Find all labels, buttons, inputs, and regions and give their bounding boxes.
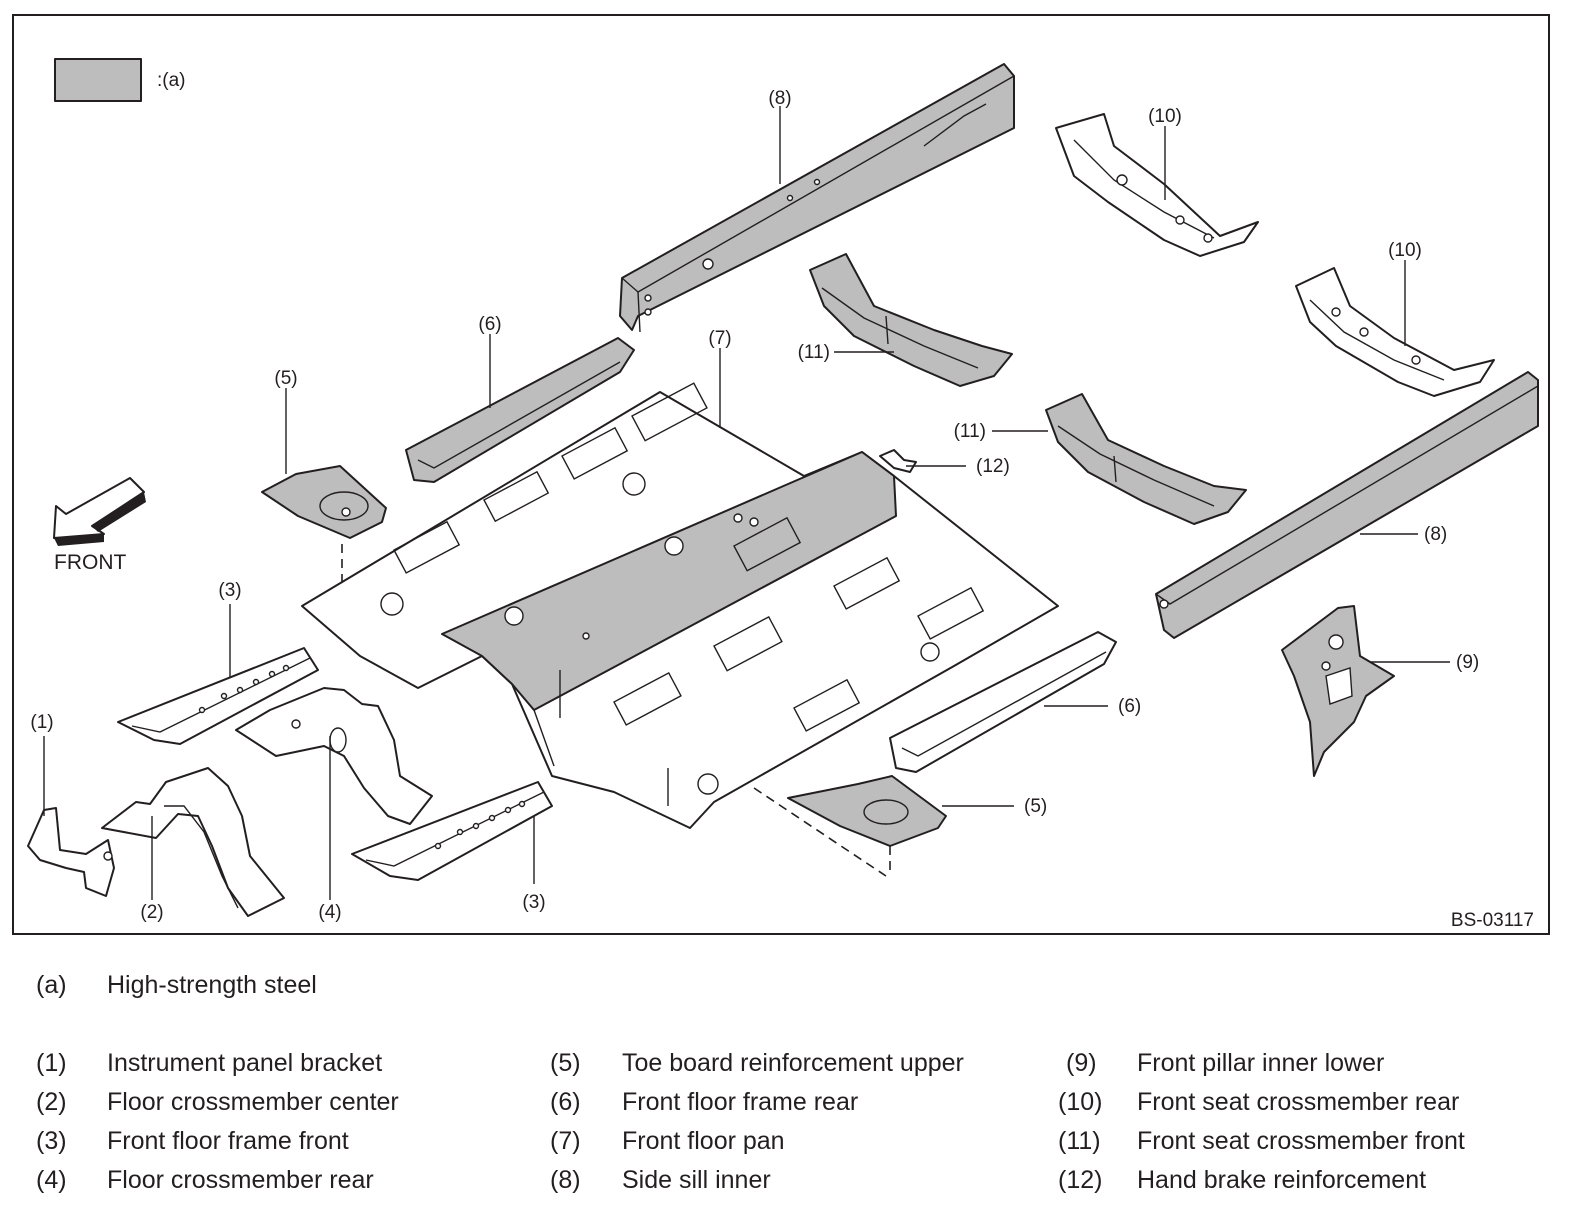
legend-num: (6) (550, 1088, 581, 1116)
legend-num: (1) (36, 1049, 67, 1077)
key-swatch (54, 58, 142, 102)
legend-num: (9) (1066, 1049, 1097, 1077)
callout-8-right: (8) (1424, 524, 1447, 545)
callout-11-bottom: (11) (954, 421, 986, 442)
callout-9: (9) (1456, 652, 1479, 673)
instrument-panel-bracket (27, 807, 115, 897)
callout-3-upper: (3) (218, 580, 241, 601)
front-pillar-inner-lower (1281, 605, 1395, 777)
legend-label: Front pillar inner lower (1137, 1049, 1385, 1077)
legend-a-label: High-strength steel (107, 971, 317, 999)
callout-1: (1) (30, 712, 53, 733)
leader-lines (43, 106, 1450, 900)
legend-num: (10) (1058, 1088, 1103, 1116)
legend-num: (5) (550, 1049, 581, 1077)
front-arrow-icon (53, 477, 146, 546)
front-floor-pan (301, 382, 1059, 829)
front-label: FRONT (54, 551, 126, 574)
callout-10-right: (10) (1388, 240, 1422, 261)
legend-label: Front floor frame front (107, 1127, 349, 1155)
legend-num: (11) (1058, 1127, 1101, 1155)
legend-num: (7) (550, 1127, 581, 1155)
floor-crossmember-center (101, 767, 285, 917)
callout-8-top: (8) (768, 88, 791, 109)
legend-label: Front floor frame rear (622, 1088, 859, 1116)
legend-num: (3) (36, 1127, 67, 1155)
floor-crossmember-rear (235, 687, 433, 825)
legend-a-num: (a) (36, 971, 67, 999)
legend-num: (12) (1058, 1166, 1103, 1194)
callout-2: (2) (140, 902, 163, 923)
callout-12: (12) (976, 456, 1010, 477)
toe-board-reinforcement-upper-top (261, 465, 387, 539)
callout-6-top: (6) (478, 314, 501, 335)
front-floor-frame-front-upper (117, 647, 319, 745)
legend-label: Floor crossmember rear (107, 1166, 374, 1194)
legend-num: (4) (36, 1166, 67, 1194)
callout-3-lower: (3) (522, 892, 545, 913)
legend-label: Front seat crossmember rear (1137, 1088, 1460, 1116)
front-seat-crossmember-rear-top (1055, 113, 1259, 257)
legend-label: Toe board reinforcement upper (622, 1049, 964, 1077)
front-seat-crossmember-front-bottom (1045, 393, 1247, 525)
exploded-parts-diagram: :(a) FRONT (12, 14, 1550, 935)
front-floor-frame-rear-bottom (889, 631, 1117, 773)
callout-4: (4) (318, 902, 341, 923)
side-sill-inner-top (619, 63, 1015, 333)
front-seat-crossmember-front-top (809, 253, 1013, 387)
callout-6-bottom: (6) (1118, 696, 1141, 717)
callout-5-bottom: (5) (1024, 796, 1047, 817)
toe-board-reinforcement-upper-bottom (787, 775, 947, 847)
front-floor-frame-rear-top (405, 337, 635, 483)
legend-label: Hand brake reinforcement (1137, 1166, 1427, 1194)
legend-num: (8) (550, 1166, 581, 1194)
front-seat-crossmember-rear-right (1295, 267, 1495, 397)
legend-num: (2) (36, 1088, 67, 1116)
front-floor-frame-front-lower (351, 781, 553, 881)
legend-label: Front floor pan (622, 1127, 785, 1155)
callout-5-top: (5) (274, 368, 297, 389)
callout-10-top: (10) (1148, 106, 1182, 127)
legend-label: Floor crossmember center (107, 1088, 399, 1116)
legend-label: Instrument panel bracket (107, 1049, 383, 1077)
legend-label: Side sill inner (622, 1166, 771, 1194)
callout-7: (7) (708, 328, 731, 349)
callout-labels: (8) (10) (10) (6) (7) (5) (11) (11) (12)… (30, 88, 1479, 923)
side-sill-inner-right (1155, 371, 1539, 639)
callout-11-top: (11) (798, 342, 830, 363)
legend-label: Front seat crossmember front (1137, 1127, 1465, 1155)
figure-code: BS-03117 (1451, 910, 1534, 931)
key-label: :(a) (157, 70, 186, 91)
